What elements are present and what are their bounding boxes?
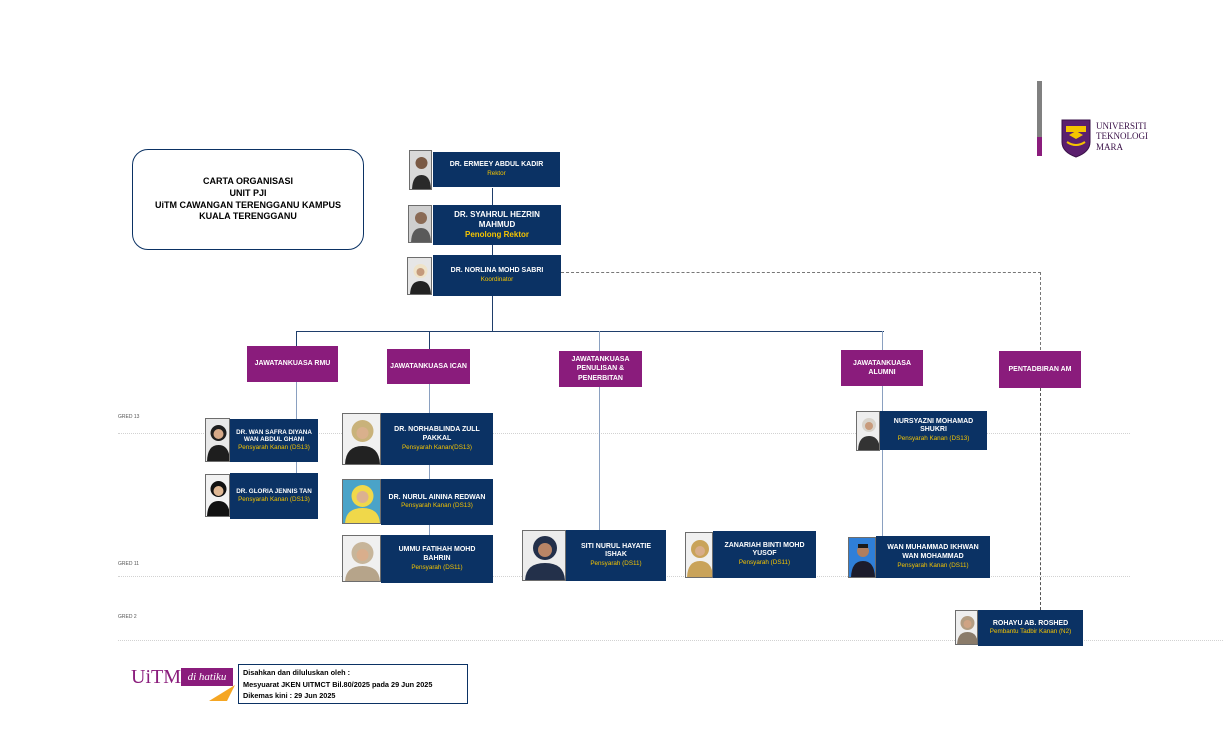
staff-2-photo bbox=[342, 413, 381, 465]
footer-logo-main: UiTM bbox=[131, 666, 181, 688]
uitm-wordmark: UNIVERSITI TEKNOLOGI MARA bbox=[1096, 121, 1148, 152]
staff-8-name: WAN MUHAMMAD IKHWAN WAN MOHAMMAD bbox=[887, 544, 979, 560]
staff-3-photo bbox=[342, 479, 381, 524]
uitm-di-hatiku-logo: UiTM di hatiku bbox=[131, 666, 235, 702]
committee-pentadbiran-am: PENTADBIRAN AM bbox=[999, 351, 1081, 388]
committee-bus bbox=[296, 331, 884, 332]
staff-7-name: NURSYAZNI MOHAMAD SHUKRI bbox=[893, 417, 974, 434]
committee-ican: JAWATANKUASA ICAN bbox=[387, 349, 470, 384]
staff-1-box: DR. GLORIA JENNIS TAN Pensyarah Kanan (D… bbox=[230, 473, 318, 519]
staff-9-role: Pembantu Tadbir Kanan (N2) bbox=[989, 628, 1072, 636]
leader-1-role: Penolong Rektor bbox=[464, 229, 529, 239]
logo-line-1: UNIVERSITI bbox=[1096, 121, 1147, 131]
dashed-admin-link bbox=[561, 272, 1041, 274]
staff-2-name: DR. NORHABLINDA ZULL PAKKAL bbox=[394, 426, 480, 442]
approval-label: Disahkan dan diluluskan oleh : bbox=[243, 668, 351, 677]
drop-ican bbox=[429, 331, 430, 349]
title-line-2: UNIT PJI bbox=[229, 187, 267, 198]
staff-4-name: UMMU FATIHAH MOHD BAHRIN bbox=[398, 546, 476, 562]
logo-purple-bar bbox=[1037, 137, 1042, 156]
staff-4-box: UMMU FATIHAH MOHD BAHRIN Pensyarah (DS11… bbox=[381, 535, 493, 583]
grade-2-label: GRED 2 bbox=[118, 614, 137, 620]
grade-13-line bbox=[118, 433, 1130, 434]
grade-11-label: GRED 11 bbox=[118, 561, 140, 567]
staff-8-photo bbox=[848, 537, 876, 578]
staff-2-role: Pensyarah Kanan(DS13) bbox=[401, 443, 472, 451]
staff-1-name: DR. GLORIA JENNIS TAN bbox=[236, 487, 312, 495]
staff-6-photo bbox=[685, 532, 713, 578]
staff-5-photo bbox=[522, 530, 566, 581]
line-penulisan bbox=[599, 387, 600, 531]
title-line-3: UiTM CAWANGAN TERENGGANU KAMPUS bbox=[155, 199, 341, 210]
staff-9-name: ROHAYU AB. ROSHED bbox=[992, 619, 1069, 627]
staff-0-photo bbox=[205, 418, 230, 462]
leader-1-box: DR. SYAHRUL HEZRIN MAHMUD Penolong Rekto… bbox=[433, 205, 561, 245]
staff-3-name: DR. NURUL AININA REDWAN bbox=[388, 493, 486, 501]
staff-0-role: Pensyarah Kanan (DS13) bbox=[238, 444, 310, 452]
leader-2-photo bbox=[407, 257, 432, 295]
leader-1-name: DR. SYAHRUL HEZRIN MAHMUD bbox=[454, 209, 540, 229]
logo-line-2: TEKNOLOGI bbox=[1096, 131, 1148, 142]
leader-0-box: DR. ERMEEY ABDUL KADIR Rektor bbox=[433, 152, 560, 187]
leader-2-box: DR. NORLINA MOHD SABRI Koordinator bbox=[433, 255, 561, 296]
approval-updated: Dikemas kini : 29 Jun 2025 bbox=[243, 691, 336, 701]
leader-1-photo bbox=[408, 205, 432, 243]
staff-9-box: ROHAYU AB. ROSHED Pembantu Tadbir Kanan … bbox=[978, 610, 1083, 646]
staff-4-role: Pensyarah (DS11) bbox=[411, 563, 463, 571]
staff-4-photo bbox=[342, 535, 381, 582]
staff-7-role: Pensyarah Kanan (DS13) bbox=[897, 435, 970, 443]
footer-logo-tag: di hatiku bbox=[181, 668, 233, 686]
approval-meeting: Mesyuarat JKEN UITMCT Bil.80/2025 pada 2… bbox=[243, 679, 433, 689]
leader-0-role: Rektor bbox=[487, 169, 506, 177]
title-line-1: CARTA ORGANISASI bbox=[203, 176, 293, 187]
staff-6-box: ZANARIAH BINTI MOHD YUSOF Pensyarah (DS1… bbox=[713, 531, 816, 578]
staff-7-photo bbox=[856, 411, 880, 451]
grade-2-line bbox=[118, 640, 1223, 641]
staff-8-role: Pensyarah Kanan (DS11) bbox=[897, 561, 969, 569]
staff-5-name: SITI NURUL HAYATIE ISHAK bbox=[580, 542, 651, 559]
staff-0-name: DR. WAN SAFRA DIYANA WAN ABDUL GHANI bbox=[236, 428, 312, 444]
grade-13-label: GRED 13 bbox=[118, 414, 140, 420]
committee-penulisan-penerbitan: JAWATANKUASA PENULISAN & PENERBITAN bbox=[559, 351, 642, 387]
line-ican bbox=[429, 384, 430, 552]
staff-1-role: Pensyarah Kanan (DS13) bbox=[238, 495, 310, 503]
staff-9-photo bbox=[955, 610, 978, 645]
dashed-admin-staff bbox=[1040, 388, 1042, 610]
drop-penulisan bbox=[599, 331, 600, 351]
committee-alumni: JAWATANKUASA ALUMNI bbox=[841, 350, 923, 386]
uitm-crest-icon bbox=[1060, 118, 1092, 158]
staff-5-role: Pensyarah (DS11) bbox=[590, 560, 642, 568]
staff-6-role: Pensyarah (DS11) bbox=[738, 559, 791, 567]
committee-rmu: JAWATANKUASA RMU bbox=[247, 346, 338, 382]
drop-alumni bbox=[882, 331, 883, 351]
leader-0-photo bbox=[409, 150, 432, 190]
leader-2-role: Koordinator bbox=[480, 275, 514, 283]
approval-box: Disahkan dan diluluskan oleh : Mesyuarat… bbox=[238, 664, 468, 704]
drop-rmu bbox=[296, 331, 297, 347]
staff-6-name: ZANARIAH BINTI MOHD YUSOF bbox=[724, 541, 805, 558]
staff-3-role: Pensyarah Kanan (DS13) bbox=[401, 502, 473, 510]
logo-grey-bar bbox=[1037, 81, 1042, 137]
staff-5-box: SITI NURUL HAYATIE ISHAK Pensyarah (DS11… bbox=[566, 530, 666, 581]
logo-swoosh-icon bbox=[209, 685, 235, 701]
staff-1-photo bbox=[205, 474, 230, 517]
leader-2-name: DR. NORLINA MOHD SABRI bbox=[450, 267, 544, 275]
org-chart-title-box: CARTA ORGANISASI UNIT PJI UiTM CAWANGAN … bbox=[132, 149, 364, 250]
title-line-4: KUALA TERENGGANU bbox=[199, 211, 297, 222]
leader-0-name: DR. ERMEEY ABDUL KADIR bbox=[449, 161, 544, 169]
staff-3-box: DR. NURUL AININA REDWAN Pensyarah Kanan … bbox=[381, 479, 493, 525]
staff-0-box: DR. WAN SAFRA DIYANA WAN ABDUL GHANI Pen… bbox=[230, 419, 318, 462]
staff-2-box: DR. NORHABLINDA ZULL PAKKAL Pensyarah Ka… bbox=[381, 413, 493, 465]
line-alumni bbox=[882, 386, 883, 536]
staff-8-box: WAN MUHAMMAD IKHWAN WAN MOHAMMAD Pensyar… bbox=[876, 536, 990, 578]
staff-7-box: NURSYAZNI MOHAMAD SHUKRI Pensyarah Kanan… bbox=[880, 411, 987, 450]
logo-line-3: MARA bbox=[1096, 141, 1124, 152]
dashed-admin-drop bbox=[1040, 272, 1042, 350]
